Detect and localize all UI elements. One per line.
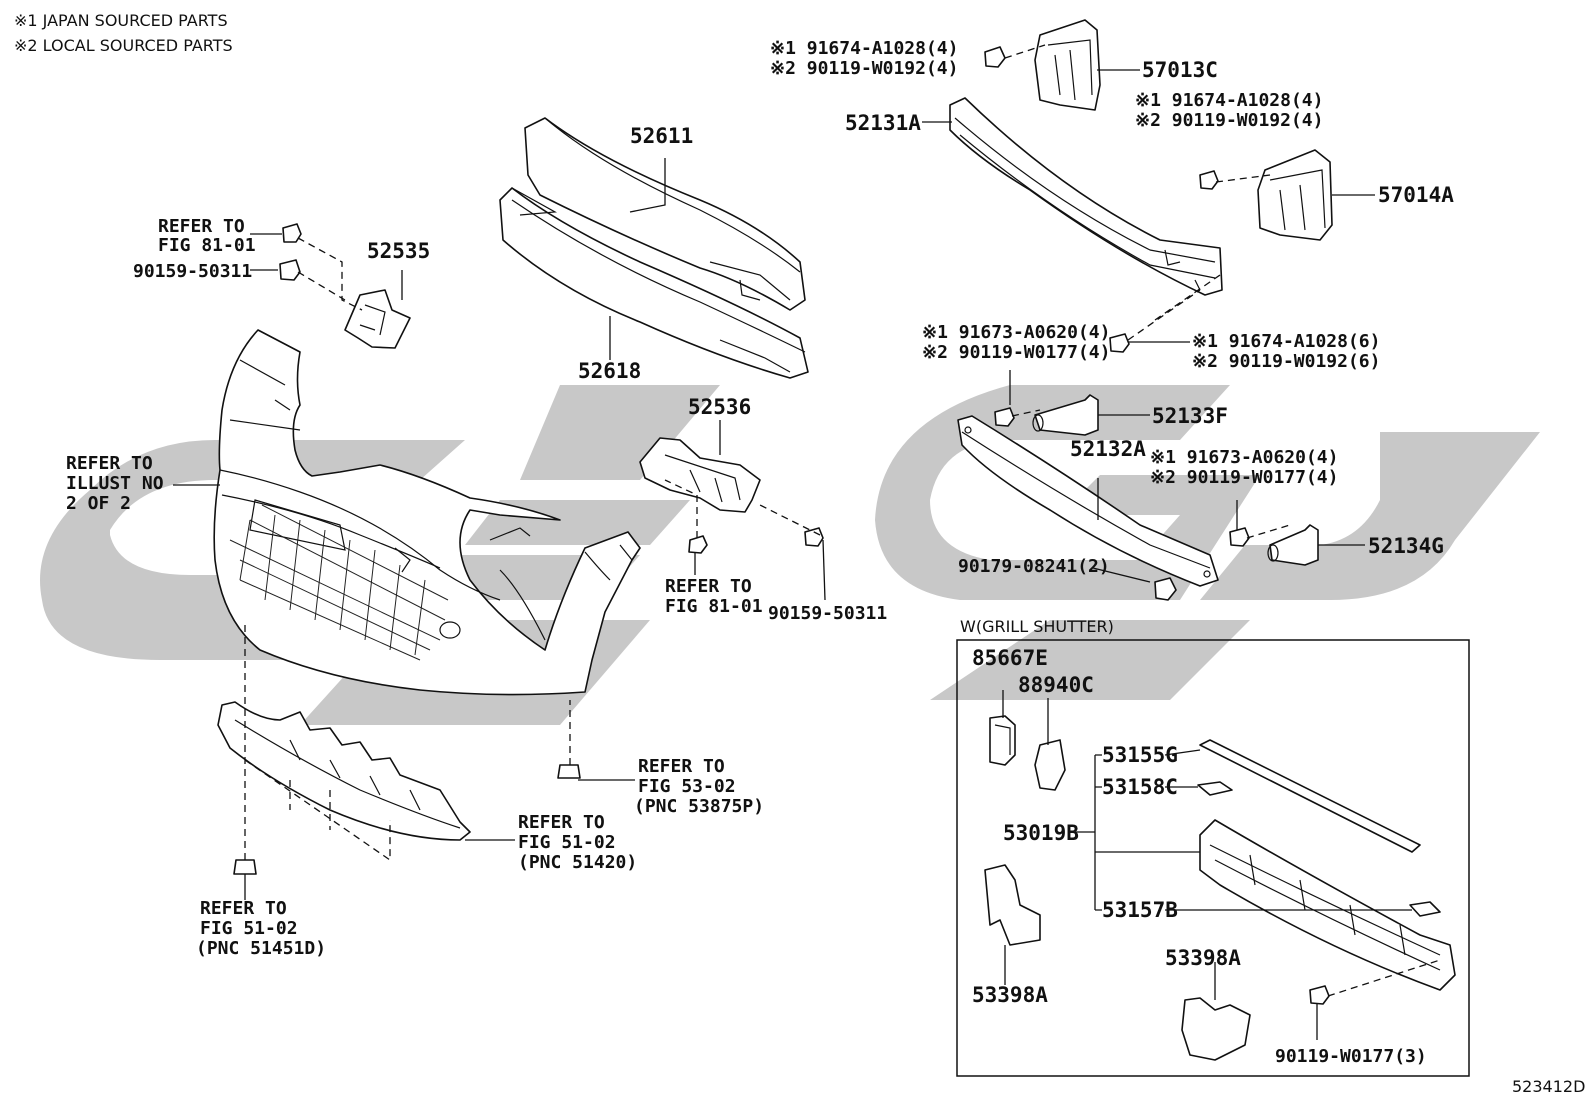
- part-85667E-actuator: [989, 715, 1016, 766]
- label-52536: 52536: [688, 395, 751, 419]
- diagram-id: 523412D: [1512, 1077, 1585, 1096]
- label-refer-fig-51-02-b-line3: (PNC 51451D): [196, 938, 326, 959]
- label-refer-fig-51-02-a-line1: REFER TO: [518, 812, 605, 833]
- label-57014A-bolt-2: ※2 90119-W0192(4): [1135, 110, 1323, 131]
- part-under-cover: [217, 701, 471, 841]
- label-refer-fig-53-02-line2: FIG 53-02: [638, 776, 736, 797]
- bolt-icon: [279, 223, 302, 281]
- screw-icon: [233, 764, 581, 875]
- part-57014A-bracket: [1257, 149, 1333, 241]
- label-53158C: 53158C: [1102, 775, 1178, 799]
- note-japan-sourced: ※1 JAPAN SOURCED PARTS: [14, 11, 228, 30]
- label-bolt6-2: ※2 90119-W0192(6): [1192, 351, 1380, 372]
- label-refer-fig-81-01-b-line2: FIG 81-01: [665, 596, 763, 617]
- grill-shutter-title: W(GRILL SHUTTER): [960, 617, 1114, 636]
- bolt-icon: [1109, 170, 1219, 353]
- assembly-dashed-lines: [244, 44, 1441, 997]
- part-53398A-duct-right: [1181, 997, 1251, 1061]
- part-52131A-reinforcement: [949, 97, 1223, 296]
- part-52535-bracket: [344, 289, 411, 349]
- part-53158C-pad: [1197, 781, 1233, 796]
- label-bolt4b-1: ※1 91673-A0620(4): [1150, 447, 1338, 468]
- grill-mesh: [229, 504, 449, 661]
- nut-icon: [1154, 577, 1177, 601]
- label-85667E: 85667E: [972, 646, 1048, 670]
- label-57014A-bolt-1: ※1 91674-A1028(4): [1135, 90, 1323, 111]
- part-53398A-duct-left: [984, 864, 1041, 946]
- label-refer-illust-line1: REFER TO: [66, 453, 153, 474]
- labels: 57013C ※1 91674-A1028(4) ※2 90119-W0192(…: [66, 38, 1585, 1096]
- bolt-icon: [994, 407, 1250, 547]
- bolt-icon: [984, 46, 1006, 68]
- label-52618: 52618: [578, 359, 641, 383]
- part-53157B-pad: [1409, 901, 1441, 917]
- label-52133F: 52133F: [1152, 404, 1228, 428]
- label-52535: 52535: [367, 239, 430, 263]
- label-refer-fig-81-01-a-line2: FIG 81-01: [158, 235, 256, 256]
- grill-shutter-frame: [956, 639, 1470, 1077]
- part-53155G-strip: [1199, 739, 1421, 853]
- part-57013C-bracket: [1034, 19, 1101, 111]
- label-refer-fig-51-02-b-line1: REFER TO: [200, 898, 287, 919]
- label-bolt4a-1: ※1 91673-A0620(4): [922, 322, 1110, 343]
- bolt-icon: [1309, 985, 1330, 1005]
- label-57013C-bolt-2: ※2 90119-W0192(4): [770, 58, 958, 79]
- label-52131A: 52131A: [845, 111, 921, 135]
- part-52132A-reinforcement: [957, 415, 1219, 587]
- label-52132A: 52132A: [1070, 437, 1146, 461]
- label-90159-50311-b: 90159-50311: [768, 603, 887, 624]
- label-88940C: 88940C: [1018, 673, 1094, 697]
- part-52536-bracket: [639, 437, 761, 513]
- label-refer-fig-81-01-a-line1: REFER TO: [158, 216, 245, 237]
- label-57013C: 57013C: [1142, 58, 1218, 82]
- bolt-icon: [688, 527, 824, 554]
- label-nut-90179: 90179-08241(2): [958, 556, 1110, 577]
- label-refer-fig-51-02-a-line2: FIG 51-02: [518, 832, 616, 853]
- part-52134G-bracket: [1267, 524, 1319, 566]
- part-88940C-sensor: [1034, 739, 1066, 791]
- label-52134G: 52134G: [1368, 534, 1444, 558]
- label-refer-fig-53-02-line1: REFER TO: [638, 756, 725, 777]
- label-53398A-left: 53398A: [972, 983, 1048, 1007]
- label-refer-fig-51-02-a-line3: (PNC 51420): [518, 852, 637, 873]
- label-53019B: 53019B: [1003, 821, 1079, 845]
- label-refer-fig-81-01-b-line1: REFER TO: [665, 576, 752, 597]
- label-bolt4b-2: ※2 90119-W0177(4): [1150, 467, 1338, 488]
- label-57014A: 57014A: [1378, 183, 1454, 207]
- label-90119-w0177-3: 90119-W0177(3): [1275, 1046, 1427, 1067]
- label-53155G: 53155G: [1102, 743, 1178, 767]
- label-refer-fig-51-02-b-line2: FIG 51-02: [200, 918, 298, 939]
- label-bolt6-1: ※1 91674-A1028(6): [1192, 331, 1380, 352]
- label-bolt4a-2: ※2 90119-W0177(4): [922, 342, 1110, 363]
- note-local-sourced: ※2 LOCAL SOURCED PARTS: [14, 36, 233, 55]
- part-52611-absorber: [524, 117, 806, 311]
- label-refer-illust-line3: 2 OF 2: [66, 493, 131, 514]
- label-90159-50311-a: 90159-50311: [133, 261, 252, 282]
- label-refer-fig-53-02-line3: (PNC 53875P): [634, 796, 764, 817]
- part-52618-absorber: [499, 187, 809, 379]
- leader-lines: [173, 69, 1412, 1040]
- part-53019B-shutter: [1199, 819, 1456, 991]
- label-52611: 52611: [630, 124, 693, 148]
- label-53157B: 53157B: [1102, 898, 1178, 922]
- label-53398A-right: 53398A: [1165, 946, 1241, 970]
- label-57013C-bolt-1: ※1 91674-A1028(4): [770, 38, 958, 59]
- part-bumper-cover: [213, 329, 641, 696]
- label-refer-illust-line2: ILLUST NO: [66, 473, 164, 494]
